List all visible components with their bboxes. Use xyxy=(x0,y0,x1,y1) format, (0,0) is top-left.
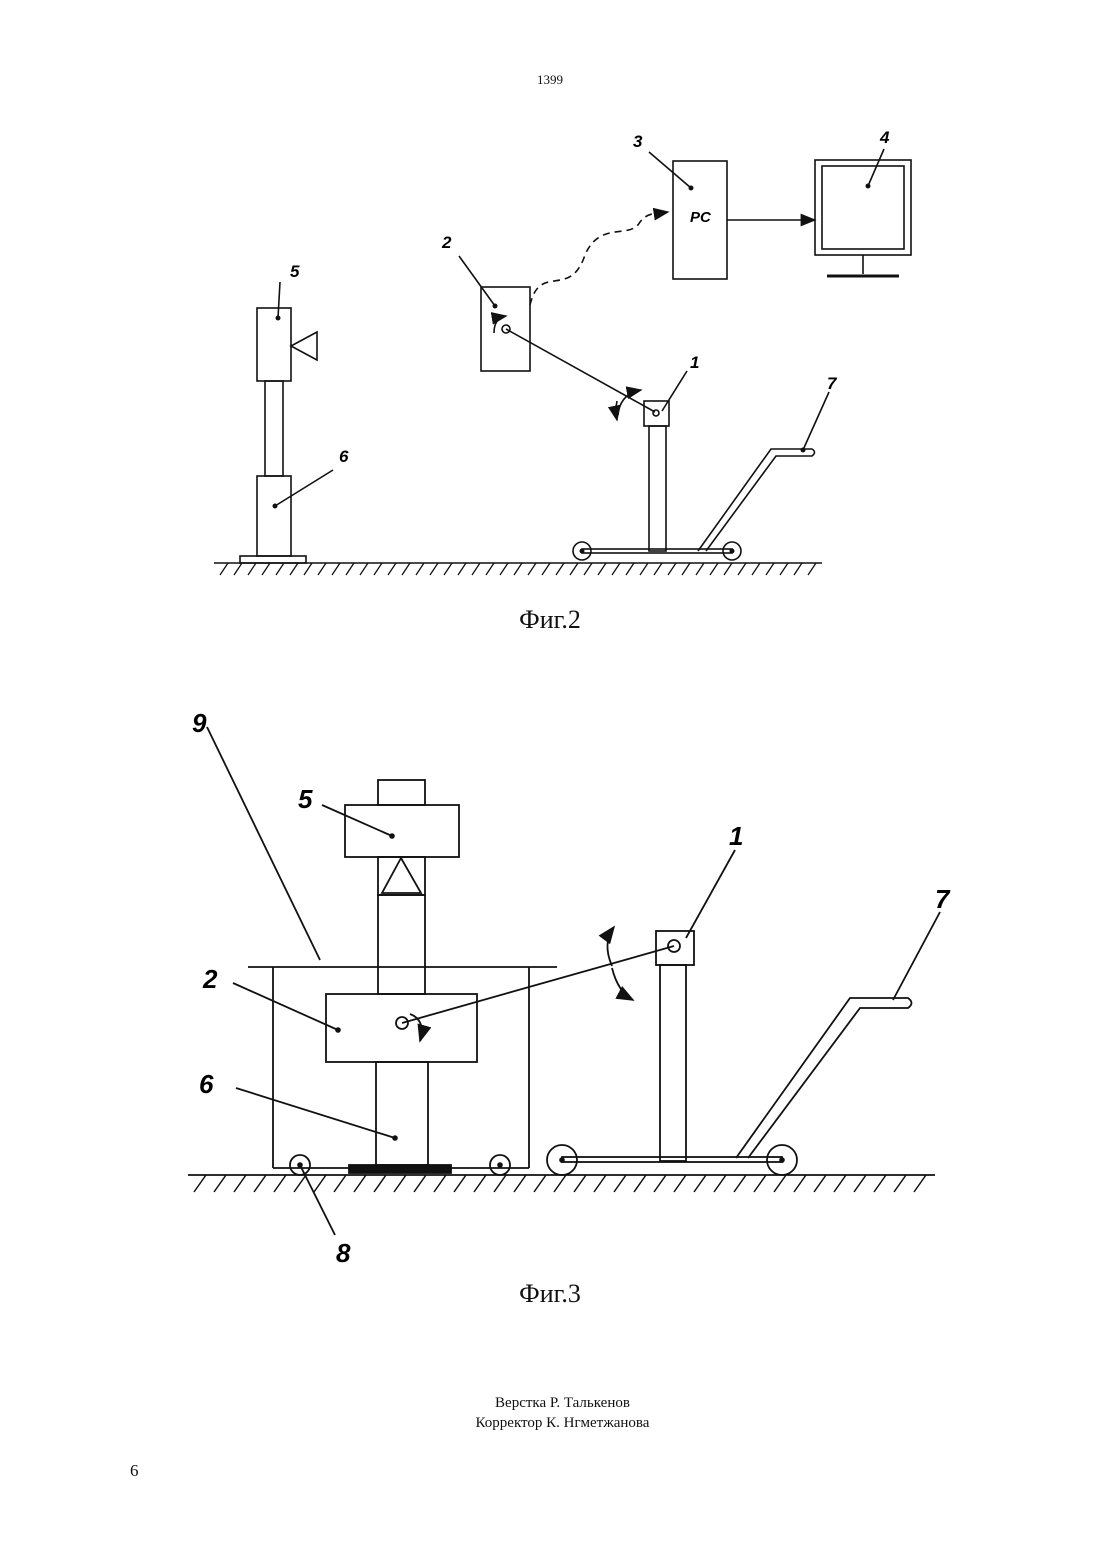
fig2-trolley-post xyxy=(649,426,666,551)
proof-credit: Корректор К. Нгметжанова xyxy=(0,1413,1100,1433)
fig2-monitor-4 xyxy=(815,160,911,255)
fig3-column-lower-6 xyxy=(376,1062,428,1165)
figure-2: 5 6 2 3 4 1 7 PC xyxy=(0,0,1100,600)
fig3-label-5: 5 xyxy=(298,784,313,814)
fig2-label-6: 6 xyxy=(339,447,349,466)
fig3-column-mid xyxy=(378,895,425,994)
fig3-ground-hatching xyxy=(194,1175,926,1192)
fig2-stand-base-plate xyxy=(240,556,306,563)
fig2-trolley-handle-7 xyxy=(698,449,815,551)
fig3-label-8: 8 xyxy=(336,1238,351,1268)
fig3-trolley-post xyxy=(660,965,686,1161)
fig2-stand-lower-6 xyxy=(257,476,291,556)
fig3-trolley-head-1 xyxy=(656,931,694,965)
fig3-column-top xyxy=(378,780,425,805)
page-number: 6 xyxy=(130,1461,139,1481)
fig2-label-5: 5 xyxy=(290,262,300,281)
fig2-unit-2 xyxy=(481,287,530,371)
fig2-camera-5 xyxy=(257,308,291,381)
fig3-camera-lens xyxy=(382,858,421,893)
fig2-label-4: 4 xyxy=(879,128,890,147)
layout-credit: Верстка Р. Талькенов xyxy=(0,1393,1100,1413)
fig3-beam xyxy=(402,946,674,1023)
fig3-label-9: 9 xyxy=(192,708,207,738)
credits-block: Верстка Р. Талькенов Корректор К. Нгметж… xyxy=(0,1393,1100,1433)
fig3-camera-5 xyxy=(345,805,459,857)
fig2-label-7: 7 xyxy=(827,374,838,393)
fig3-unit-2 xyxy=(326,994,477,1062)
fig2-pc-text: PC xyxy=(690,209,712,226)
fig3-trolley-handle-7 xyxy=(736,998,912,1158)
fig2-ground-hatching xyxy=(220,563,816,575)
fig3-label-6: 6 xyxy=(199,1069,214,1099)
fig3-caption: Фиг.3 xyxy=(0,1279,1100,1309)
fig3-label-7: 7 xyxy=(935,884,951,914)
fig2-label-3: 3 xyxy=(633,132,643,151)
fig2-label-1: 1 xyxy=(690,353,699,372)
fig2-label-2: 2 xyxy=(441,233,452,252)
fig3-base-plate xyxy=(349,1165,451,1173)
fig3-label-2: 2 xyxy=(202,964,218,994)
fig3-label-1: 1 xyxy=(729,821,743,851)
figure-3: 9 5 2 6 8 1 7 xyxy=(0,690,1100,1310)
fig2-camera-lens xyxy=(291,332,317,360)
fig2-stand-post xyxy=(265,381,283,476)
fig2-caption: Фиг.2 xyxy=(0,605,1100,635)
fig2-wireless-link xyxy=(530,212,668,305)
